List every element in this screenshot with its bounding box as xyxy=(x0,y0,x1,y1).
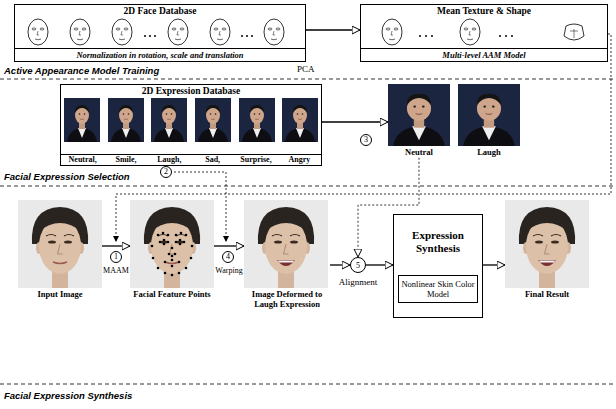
database-box: 2D Expression DatabaseNeutral,Smile,Laug… xyxy=(60,84,322,166)
section-separator xyxy=(0,384,616,385)
expression-caption: Neutral, xyxy=(61,155,104,165)
model-leader-line xyxy=(116,34,611,241)
selection-leader-line xyxy=(174,172,226,241)
section-title: Facial Expression Synthesis xyxy=(4,390,132,401)
photo-node: Image Deformed to Laugh Expression xyxy=(244,200,330,310)
mean-model-sketches xyxy=(382,19,584,45)
box-title: 2D Expression Database xyxy=(61,85,321,97)
box-title: Mean Texture & Shape xyxy=(361,5,607,17)
box-subtitle: Normalization in rotation, scale and tra… xyxy=(15,48,305,61)
expression-caption: Angry xyxy=(278,155,321,165)
face-sketches xyxy=(28,19,284,45)
section-title: Active Appearance Model Training xyxy=(4,65,159,76)
step-name: Alignment xyxy=(338,277,379,287)
selected-photos xyxy=(388,84,520,146)
step-name: PCA xyxy=(296,64,316,74)
expression-caption: Smile, xyxy=(104,155,147,165)
section-title: Facial Expression Selection xyxy=(4,171,130,182)
section-separator xyxy=(0,186,616,187)
expression-caption: Surprise, xyxy=(234,155,277,165)
photo-caption: Neutral xyxy=(388,148,450,158)
step-number: 5 xyxy=(356,261,360,270)
deformed-portrait xyxy=(244,200,328,288)
input-portrait xyxy=(18,200,102,288)
callout-number: 2 xyxy=(160,166,172,178)
photo-caption: Image Deformed to Laugh Expression xyxy=(244,290,330,310)
connector-arrow xyxy=(330,264,350,265)
callout-number: 3 xyxy=(360,134,372,146)
connector-arrow xyxy=(306,29,360,30)
callout-number: 4 xyxy=(222,251,234,263)
section-separator xyxy=(0,79,616,80)
photo-node: Facial Feature Points xyxy=(130,200,214,300)
connector-arrow xyxy=(366,264,393,265)
process-box: Expression SynthesisNonlinear Skin Color… xyxy=(393,214,483,318)
photo-caption: Input Image xyxy=(18,290,102,300)
box-subtitle: Nonlinear Skin Color Model xyxy=(401,279,475,299)
photo-node: Neutral xyxy=(388,84,450,158)
caption-row: Neutral,Smile,Laugh,Sad,Surprise,Angry xyxy=(61,154,321,165)
expression-caption: Laugh, xyxy=(148,155,191,165)
box-title: 2D Face Database xyxy=(15,5,305,17)
expression-photos xyxy=(64,98,318,142)
photo-caption: Facial Feature Points xyxy=(130,290,214,300)
model-box: Mean Texture & ShapeMulti-level AAM Mode… xyxy=(360,4,608,62)
box-subtitle: Multi-level AAM Model xyxy=(361,48,607,61)
photo-node: Input Image xyxy=(18,200,102,300)
box-title: Expression Synthesis xyxy=(398,229,478,255)
photo-caption: Final Result xyxy=(505,290,589,300)
edge-label: MAAM xyxy=(102,267,130,276)
database-box: 2D Face DatabaseNormalization in rotatio… xyxy=(14,4,306,62)
photo-node: Laugh xyxy=(458,84,520,158)
photo-caption: Laugh xyxy=(458,148,520,158)
edge-label: Warping xyxy=(214,267,243,276)
expression-caption: Sad, xyxy=(191,155,234,165)
connector-arrow xyxy=(322,121,388,122)
feature-points-portrait xyxy=(130,200,214,288)
inner-box: Nonlinear Skin Color Model xyxy=(398,275,478,303)
connector-arrow xyxy=(102,245,130,246)
result-portrait xyxy=(505,200,589,288)
callout-number: 1 xyxy=(110,251,122,263)
connector-arrow xyxy=(214,245,244,246)
connector-arrow xyxy=(483,264,505,265)
photo-node: Final Result xyxy=(505,200,589,300)
step-circle: 5 xyxy=(350,257,366,273)
